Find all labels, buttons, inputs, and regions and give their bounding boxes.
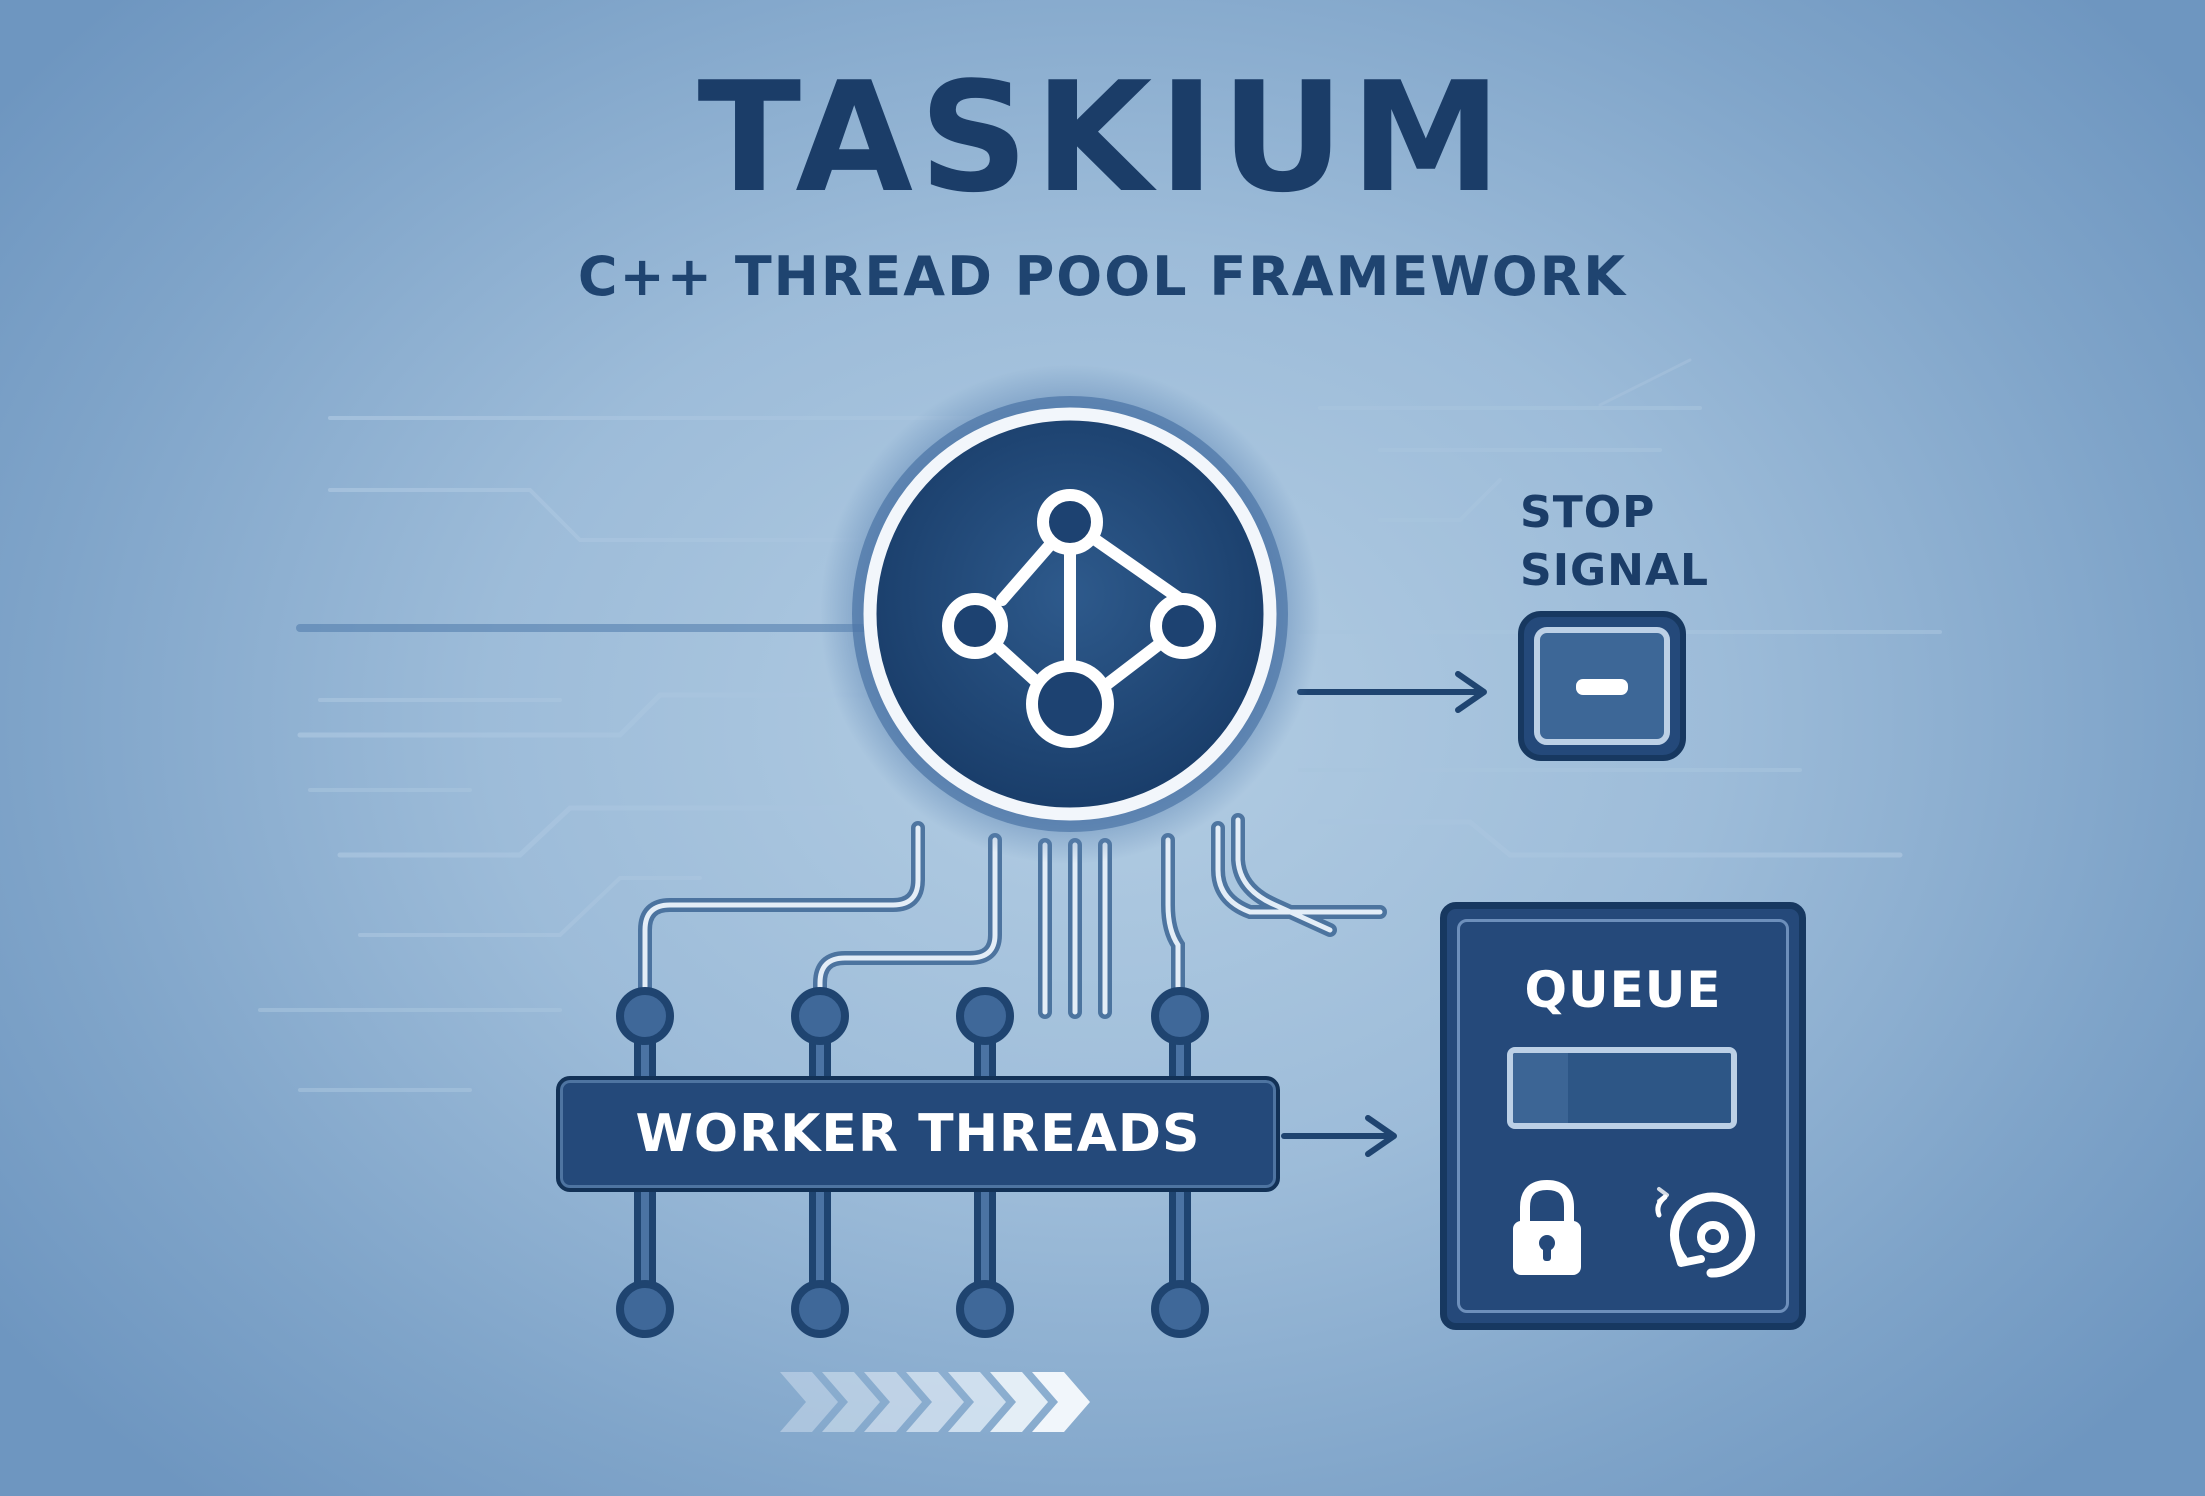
lock-icon [1513, 1179, 1581, 1275]
queue-panel: QUEUE [1440, 902, 1806, 1330]
queue-slot [1507, 1047, 1737, 1129]
worker-threads-bar: WORKER THREADS [556, 1076, 1280, 1192]
queue-slot-empty [1568, 1053, 1731, 1123]
stop-button-icon [1518, 611, 1686, 761]
hub-to-worker-connectors [638, 813, 1387, 1019]
task-graph-hub [820, 364, 1320, 864]
stop-signal-label-line2: SIGNAL [1520, 545, 1710, 596]
task-graph-icon [942, 489, 1216, 748]
page-title: TASKIUM [697, 49, 1508, 226]
stop-signal-label: STOP SIGNAL [1520, 484, 1740, 600]
arrow-to-queue [1281, 1115, 1397, 1157]
worker-threads-label: WORKER THREADS [635, 1104, 1201, 1164]
page-subtitle: C++ THREAD POOL FRAMEWORK [577, 245, 1628, 308]
recycle-icon [1655, 1187, 1755, 1278]
queue-panel-border [1457, 919, 1789, 1313]
arrow-to-stop-signal [1297, 671, 1487, 713]
flow-chevrons-icon [780, 1372, 1090, 1432]
stop-signal-label-line1: STOP [1520, 487, 1656, 538]
queue-label: QUEUE [1524, 961, 1722, 1019]
queue-slot-fill [1513, 1053, 1568, 1123]
